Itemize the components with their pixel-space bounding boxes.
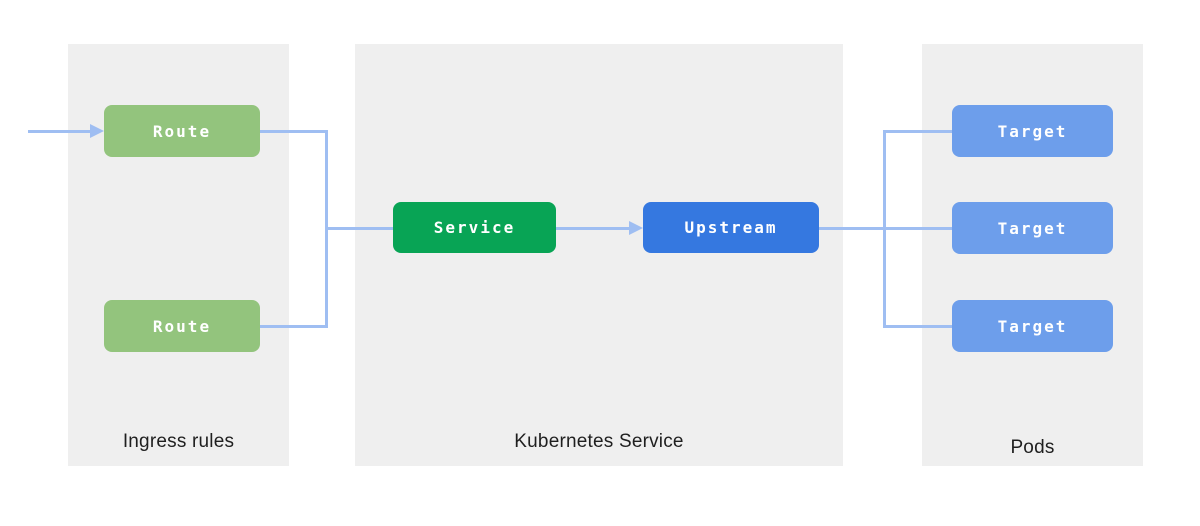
node-service-label: Service (433, 218, 516, 237)
connector-service-to-upstream (556, 227, 629, 230)
panel-kubernetes-service-label: Kubernetes Service (514, 431, 684, 452)
node-target-1-label: Target (997, 121, 1068, 141)
node-route-1-label: Route (152, 121, 212, 141)
node-route-2-label: Route (152, 316, 212, 336)
connector-route-2-out (260, 325, 328, 328)
panel-pods-label: Pods (1010, 437, 1055, 458)
panel-kubernetes-service (355, 44, 843, 466)
arrowhead-service-to-upstream-icon (629, 221, 643, 235)
node-target-2: Target (952, 202, 1113, 254)
connector-to-service (325, 227, 393, 230)
connector-upstream-out (819, 227, 886, 230)
connector-entry (28, 130, 90, 133)
connector-to-target-1 (883, 130, 952, 133)
node-service: Service (393, 202, 556, 253)
connector-route-1-out (260, 130, 328, 133)
arrowhead-entry-icon (90, 124, 104, 138)
node-target-2-label: Target (997, 218, 1068, 238)
node-target-3-label: Target (997, 316, 1068, 336)
node-upstream: Upstream (643, 202, 819, 253)
node-target-1: Target (952, 105, 1113, 157)
node-route-1: Route (104, 105, 260, 157)
panel-ingress-rules-label: Ingress rules (122, 431, 235, 452)
connector-to-target-2 (883, 227, 952, 230)
node-route-2: Route (104, 300, 260, 352)
node-target-3: Target (952, 300, 1113, 352)
connector-to-target-3 (883, 325, 952, 328)
node-upstream-label: Upstream (684, 218, 778, 237)
